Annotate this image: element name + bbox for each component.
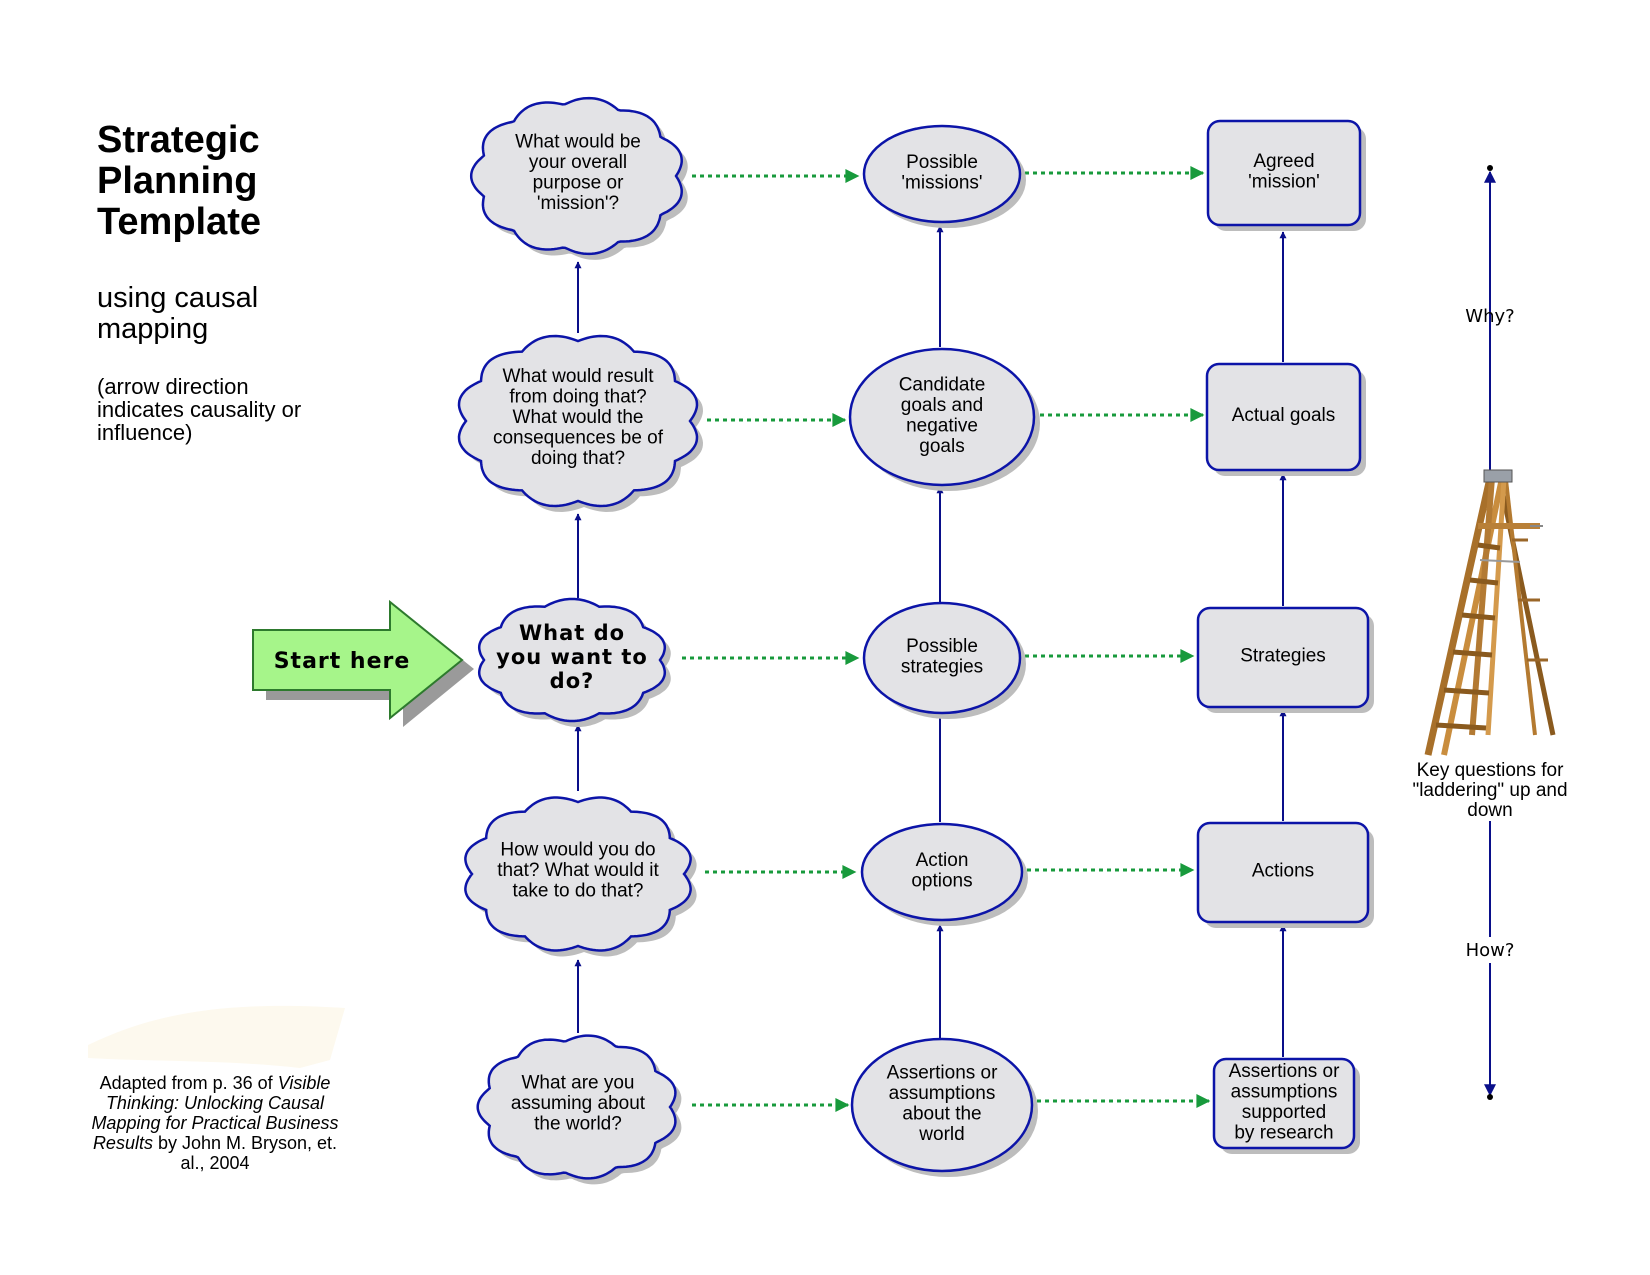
node-text-line: your overall xyxy=(529,152,627,173)
book-watermark xyxy=(88,1005,345,1068)
node-text-line: 'mission' xyxy=(1248,171,1320,192)
node-text-line: goals and xyxy=(901,395,983,416)
ellipse-shape xyxy=(862,601,1022,715)
node-text-line: you want to xyxy=(496,645,648,669)
start-here-label: Start here xyxy=(274,649,411,674)
ellipse-shape xyxy=(862,124,1022,224)
node-text-line: negative xyxy=(906,415,978,436)
credit-suffix: by John M. Bryson, et. al., 2004 xyxy=(157,1133,338,1173)
cloud-shape xyxy=(464,796,692,952)
node-text-line: Actual goals xyxy=(1232,405,1336,426)
node-text-line: What are you xyxy=(522,1073,635,1094)
decision-box-4: Actions xyxy=(1196,821,1374,928)
connectors xyxy=(574,165,1496,1112)
why-label: Why? xyxy=(1465,306,1514,327)
title-block: Strategic Planning Template using causal… xyxy=(97,119,337,445)
arrow-direction-note: (arrow direction indicates causality or … xyxy=(97,374,302,445)
node-text-line: How would you do xyxy=(500,840,655,861)
node-text-line: assumptions xyxy=(1231,1081,1338,1102)
decision-box-2: Actual goals xyxy=(1205,362,1366,476)
node-text-line: do? xyxy=(550,669,595,693)
node-text-line: 'missions' xyxy=(901,172,982,193)
box-shape xyxy=(1205,362,1362,472)
node-text-line: What would be xyxy=(515,131,641,152)
box-shape xyxy=(1196,821,1370,924)
credit-prefix: Adapted from p. 36 of xyxy=(99,1073,273,1093)
cloud-shape xyxy=(457,334,699,508)
box-shape xyxy=(1212,1057,1356,1150)
node-text-line: Possible xyxy=(906,636,978,657)
node-text-line: Possible xyxy=(906,152,978,173)
node-text-line: about the xyxy=(902,1103,981,1124)
node-text-line: world xyxy=(918,1124,964,1145)
decision-box-3: Strategies xyxy=(1196,606,1374,713)
ladder-image xyxy=(1424,469,1556,756)
source-credit: Adapted from p. 36 of Visible Thinking: … xyxy=(80,1073,350,1173)
node-text-line: What would result xyxy=(502,366,654,387)
node-text-line: Assertions or xyxy=(1229,1061,1341,1082)
node-text-line: from doing that? xyxy=(509,387,646,408)
page-title: Strategic Planning Template xyxy=(97,119,262,243)
node-text-line: Agreed xyxy=(1253,151,1314,172)
node-text-line: What would the xyxy=(513,407,644,428)
node-text-line: Assertions or xyxy=(887,1062,999,1083)
possibility-ellipse-1: Possible'missions' xyxy=(862,124,1026,228)
node-text-line: the world? xyxy=(534,1114,622,1135)
start-here-arrow: Start here xyxy=(252,599,474,727)
node-text-line: Action xyxy=(916,850,969,871)
ellipse-shape xyxy=(848,347,1036,487)
node-text-line: supported xyxy=(1242,1102,1327,1123)
cloud-shape xyxy=(476,1034,677,1180)
node-text-line: Candidate xyxy=(899,374,986,395)
node-text-line: Strategies xyxy=(1240,646,1326,667)
node-text-line: What do xyxy=(519,621,625,645)
how-arrow-tip-dot xyxy=(1487,1094,1493,1100)
ellipse-shape xyxy=(850,1037,1034,1173)
node-text-line: consequences be of xyxy=(493,428,664,449)
decision-box-1: Agreed'mission' xyxy=(1206,119,1366,231)
node-text-line: assumptions xyxy=(889,1083,996,1104)
node-text-line: options xyxy=(911,870,972,891)
node-text-line: purpose or xyxy=(533,172,625,193)
node-text-line: take to do that? xyxy=(513,881,644,902)
why-arrow-tip-dot xyxy=(1487,165,1493,171)
node-text-line: strategies xyxy=(901,656,983,677)
how-label: How? xyxy=(1466,940,1515,961)
box-shape xyxy=(1206,119,1362,227)
node-text-line: Actions xyxy=(1252,861,1314,882)
node-text-line: 'mission'? xyxy=(537,193,619,214)
ellipse-shape xyxy=(860,822,1024,922)
cloud-shape xyxy=(469,96,683,256)
node-text-line: goals xyxy=(919,436,964,457)
node-text-line: that? What would it xyxy=(497,860,659,881)
cloud-shape xyxy=(477,597,667,723)
node-text-line: assuming about xyxy=(511,1093,646,1114)
node-text-line: doing that? xyxy=(531,448,625,469)
box-shape xyxy=(1196,606,1370,709)
ladder-caption: Key questions for "laddering" up and dow… xyxy=(1410,761,1570,821)
page-subtitle: using causal mapping xyxy=(97,282,259,345)
credit-book-title: Visible Thinking: Unlocking Causal Mappi… xyxy=(91,1073,339,1153)
node-text-line: by research xyxy=(1234,1122,1333,1143)
